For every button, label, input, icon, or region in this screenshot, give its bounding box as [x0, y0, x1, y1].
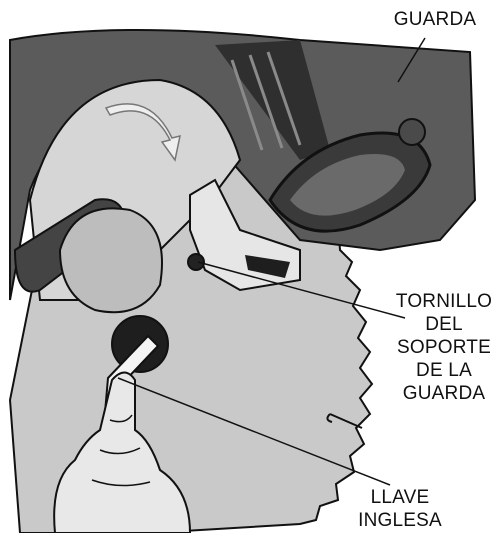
label-line: INGLESA: [340, 509, 460, 532]
label-line: LLAVE: [340, 486, 460, 509]
label-line: DEL: [386, 313, 502, 336]
label-llave-inglesa: LLAVE INGLESA: [340, 486, 460, 532]
label-line: DE LA: [386, 359, 502, 382]
label-tornillo-soporte: TORNILLO DEL SOPORTE DE LA GUARDA: [386, 290, 502, 405]
label-line: SOPORTE: [386, 336, 502, 359]
arbor-hub: [60, 208, 162, 312]
label-line: TORNILLO: [386, 290, 502, 313]
guard-bracket-screw: [188, 254, 204, 270]
label-guarda: GUARDA: [380, 8, 490, 31]
label-line: GUARDA: [386, 382, 502, 405]
guard-knob: [399, 119, 425, 145]
